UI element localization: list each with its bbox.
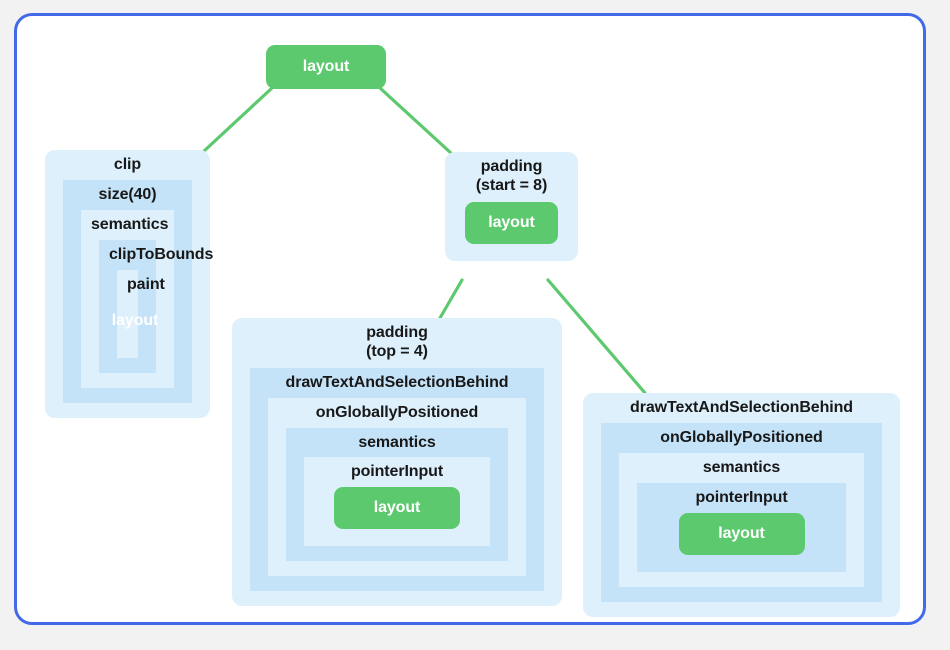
node-right-layout[interactable]: layout	[678, 512, 805, 555]
node-on-globally-positioned-middle[interactable]: onGloballyPositioned semantics pointerIn…	[268, 397, 526, 577]
clip-layout-label: layout	[111, 312, 159, 330]
node-padding-top[interactable]: padding (top = 4) drawTextAndSelectionBe…	[232, 318, 562, 607]
padding-top-label-line1: padding	[366, 324, 428, 341]
node-semantics[interactable]: semantics clipToBounds paint layout	[81, 209, 214, 389]
paint-label: paint	[127, 275, 165, 293]
draw-text-middle-label: drawTextAndSelectionBehind	[285, 373, 509, 391]
node-clip[interactable]: clip size(40) semantics clipToBounds pai…	[45, 150, 214, 419]
semantics-middle-label: semantics	[358, 433, 436, 451]
node-clip-to-bounds[interactable]: clipToBounds paint layout	[99, 239, 214, 374]
node-root-layout[interactable]: layout	[266, 45, 386, 89]
node-size[interactable]: size(40) semantics clipToBounds paint la…	[63, 179, 214, 404]
node-paint[interactable]: paint layout	[112, 269, 165, 359]
node-semantics-right[interactable]: semantics pointerInput layout	[619, 452, 864, 587]
draw-text-right-label: drawTextAndSelectionBehind	[630, 399, 853, 416]
padding-start-layout-label: layout	[488, 213, 535, 231]
right-layout-label: layout	[718, 524, 765, 542]
padding-top-label-line2: (top = 4)	[366, 342, 428, 360]
node-semantics-middle[interactable]: semantics pointerInput layout	[286, 427, 508, 562]
padding-top-label: padding (top = 4)	[242, 324, 552, 368]
root-layout-label: layout	[302, 58, 350, 75]
pointer-input-middle-label: pointerInput	[350, 463, 444, 481]
pointer-input-right-label: pointerInput	[695, 488, 788, 506]
node-draw-text-right[interactable]: drawTextAndSelectionBehind onGloballyPos…	[583, 393, 900, 617]
node-middle-layout[interactable]: layout	[334, 487, 460, 530]
node-draw-text-middle[interactable]: drawTextAndSelectionBehind onGloballyPos…	[250, 367, 544, 592]
clip-label: clip	[113, 156, 142, 173]
semantics-right-label: semantics	[702, 458, 781, 476]
middle-layout-label: layout	[373, 499, 421, 517]
padding-start-label: padding (start = 8)	[455, 158, 568, 202]
padding-start-label-line1: padding	[480, 158, 543, 175]
node-on-globally-positioned-right[interactable]: onGloballyPositioned semantics pointerIn…	[601, 422, 882, 602]
clip-to-bounds-label: clipToBounds	[109, 245, 214, 263]
padding-start-label-line2: (start = 8)	[475, 176, 548, 194]
on-globally-positioned-middle-label: onGloballyPositioned	[315, 403, 479, 421]
node-pointer-input-middle[interactable]: pointerInput layout	[304, 457, 490, 547]
size-label: size(40)	[98, 185, 157, 203]
node-pointer-input-right[interactable]: pointerInput layout	[637, 482, 846, 572]
node-padding-start-layout[interactable]: layout	[465, 201, 558, 244]
semantics-label: semantics	[91, 215, 169, 233]
on-globally-positioned-right-label: onGloballyPositioned	[660, 428, 823, 446]
node-padding-start[interactable]: padding (start = 8) layout	[445, 152, 578, 261]
